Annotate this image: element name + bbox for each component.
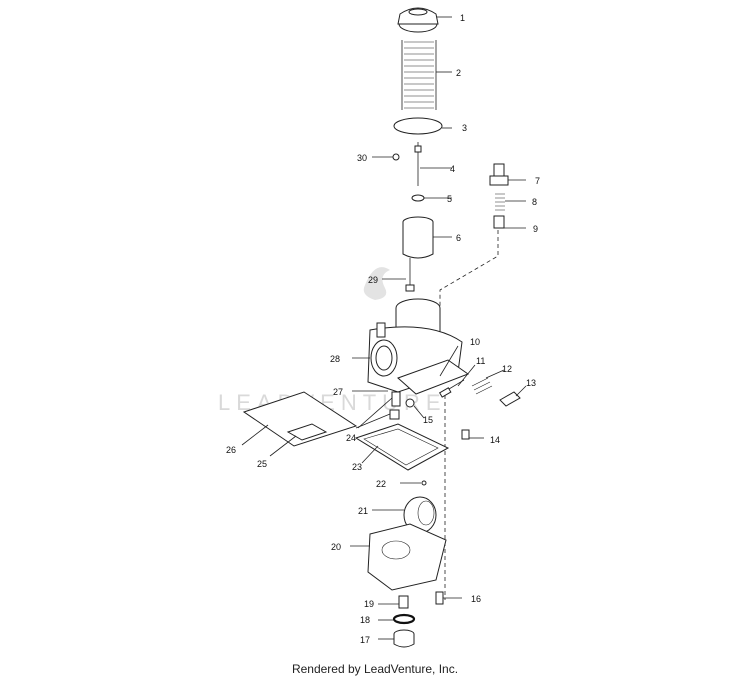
callout-28: 28 — [330, 354, 340, 364]
callout-2: 2 — [456, 68, 461, 78]
callout-3: 3 — [462, 123, 467, 133]
part-drain-washer — [405, 398, 425, 419]
callout-27: 27 — [333, 387, 343, 397]
part-main-jet — [378, 595, 409, 609]
part-needle — [414, 142, 452, 186]
callout-12: 12 — [502, 364, 512, 374]
part-clip — [372, 153, 400, 161]
part-drain-plug — [378, 629, 415, 648]
callout-13: 13 — [526, 378, 536, 388]
callout-26: 26 — [226, 445, 236, 455]
part-spring — [401, 40, 452, 110]
callout-25: 25 — [257, 459, 267, 469]
part-bowl-gasket — [354, 423, 450, 471]
callout-29: 29 — [368, 275, 378, 285]
callout-23: 23 — [352, 462, 362, 472]
callout-30: 30 — [357, 153, 367, 163]
part-washer — [411, 194, 452, 202]
callout-6: 6 — [456, 233, 461, 243]
part-o-ring — [378, 613, 416, 625]
part-float-bowl — [350, 523, 447, 591]
part-plate — [393, 117, 452, 135]
callout-9: 9 — [533, 224, 538, 234]
part-drain-screws — [435, 395, 484, 605]
callout-5: 5 — [447, 194, 452, 204]
callout-1: 1 — [460, 13, 465, 23]
callout-16: 16 — [471, 594, 481, 604]
callout-21: 21 — [358, 506, 368, 516]
part-slide-screw — [382, 258, 415, 292]
part-carburetor-body — [352, 298, 463, 393]
part-idle-assembly — [438, 345, 527, 407]
part-throttle-slide — [402, 216, 452, 259]
part-shim-plate — [241, 391, 358, 457]
callout-7: 7 — [535, 176, 540, 186]
part-choke-assembly — [439, 163, 526, 320]
callout-4: 4 — [450, 164, 455, 174]
part-jets — [352, 390, 401, 429]
callout-22: 22 — [376, 479, 386, 489]
callout-11: 11 — [476, 356, 485, 366]
callout-20: 20 — [331, 542, 341, 552]
callout-17: 17 — [360, 635, 370, 645]
callout-labels: 1 2 3 4 5 6 7 8 9 10 11 12 13 14 15 16 1… — [226, 13, 540, 645]
callout-10: 10 — [470, 337, 480, 347]
callout-18: 18 — [360, 615, 370, 625]
callout-8: 8 — [532, 197, 537, 207]
callout-24: 24 — [346, 433, 356, 443]
part-cap — [397, 7, 452, 33]
rendered-by-footer: Rendered by LeadVenture, Inc. — [291, 662, 459, 676]
callout-15: 15 — [423, 415, 433, 425]
callout-19: 19 — [364, 599, 374, 609]
callout-14: 14 — [490, 435, 500, 445]
